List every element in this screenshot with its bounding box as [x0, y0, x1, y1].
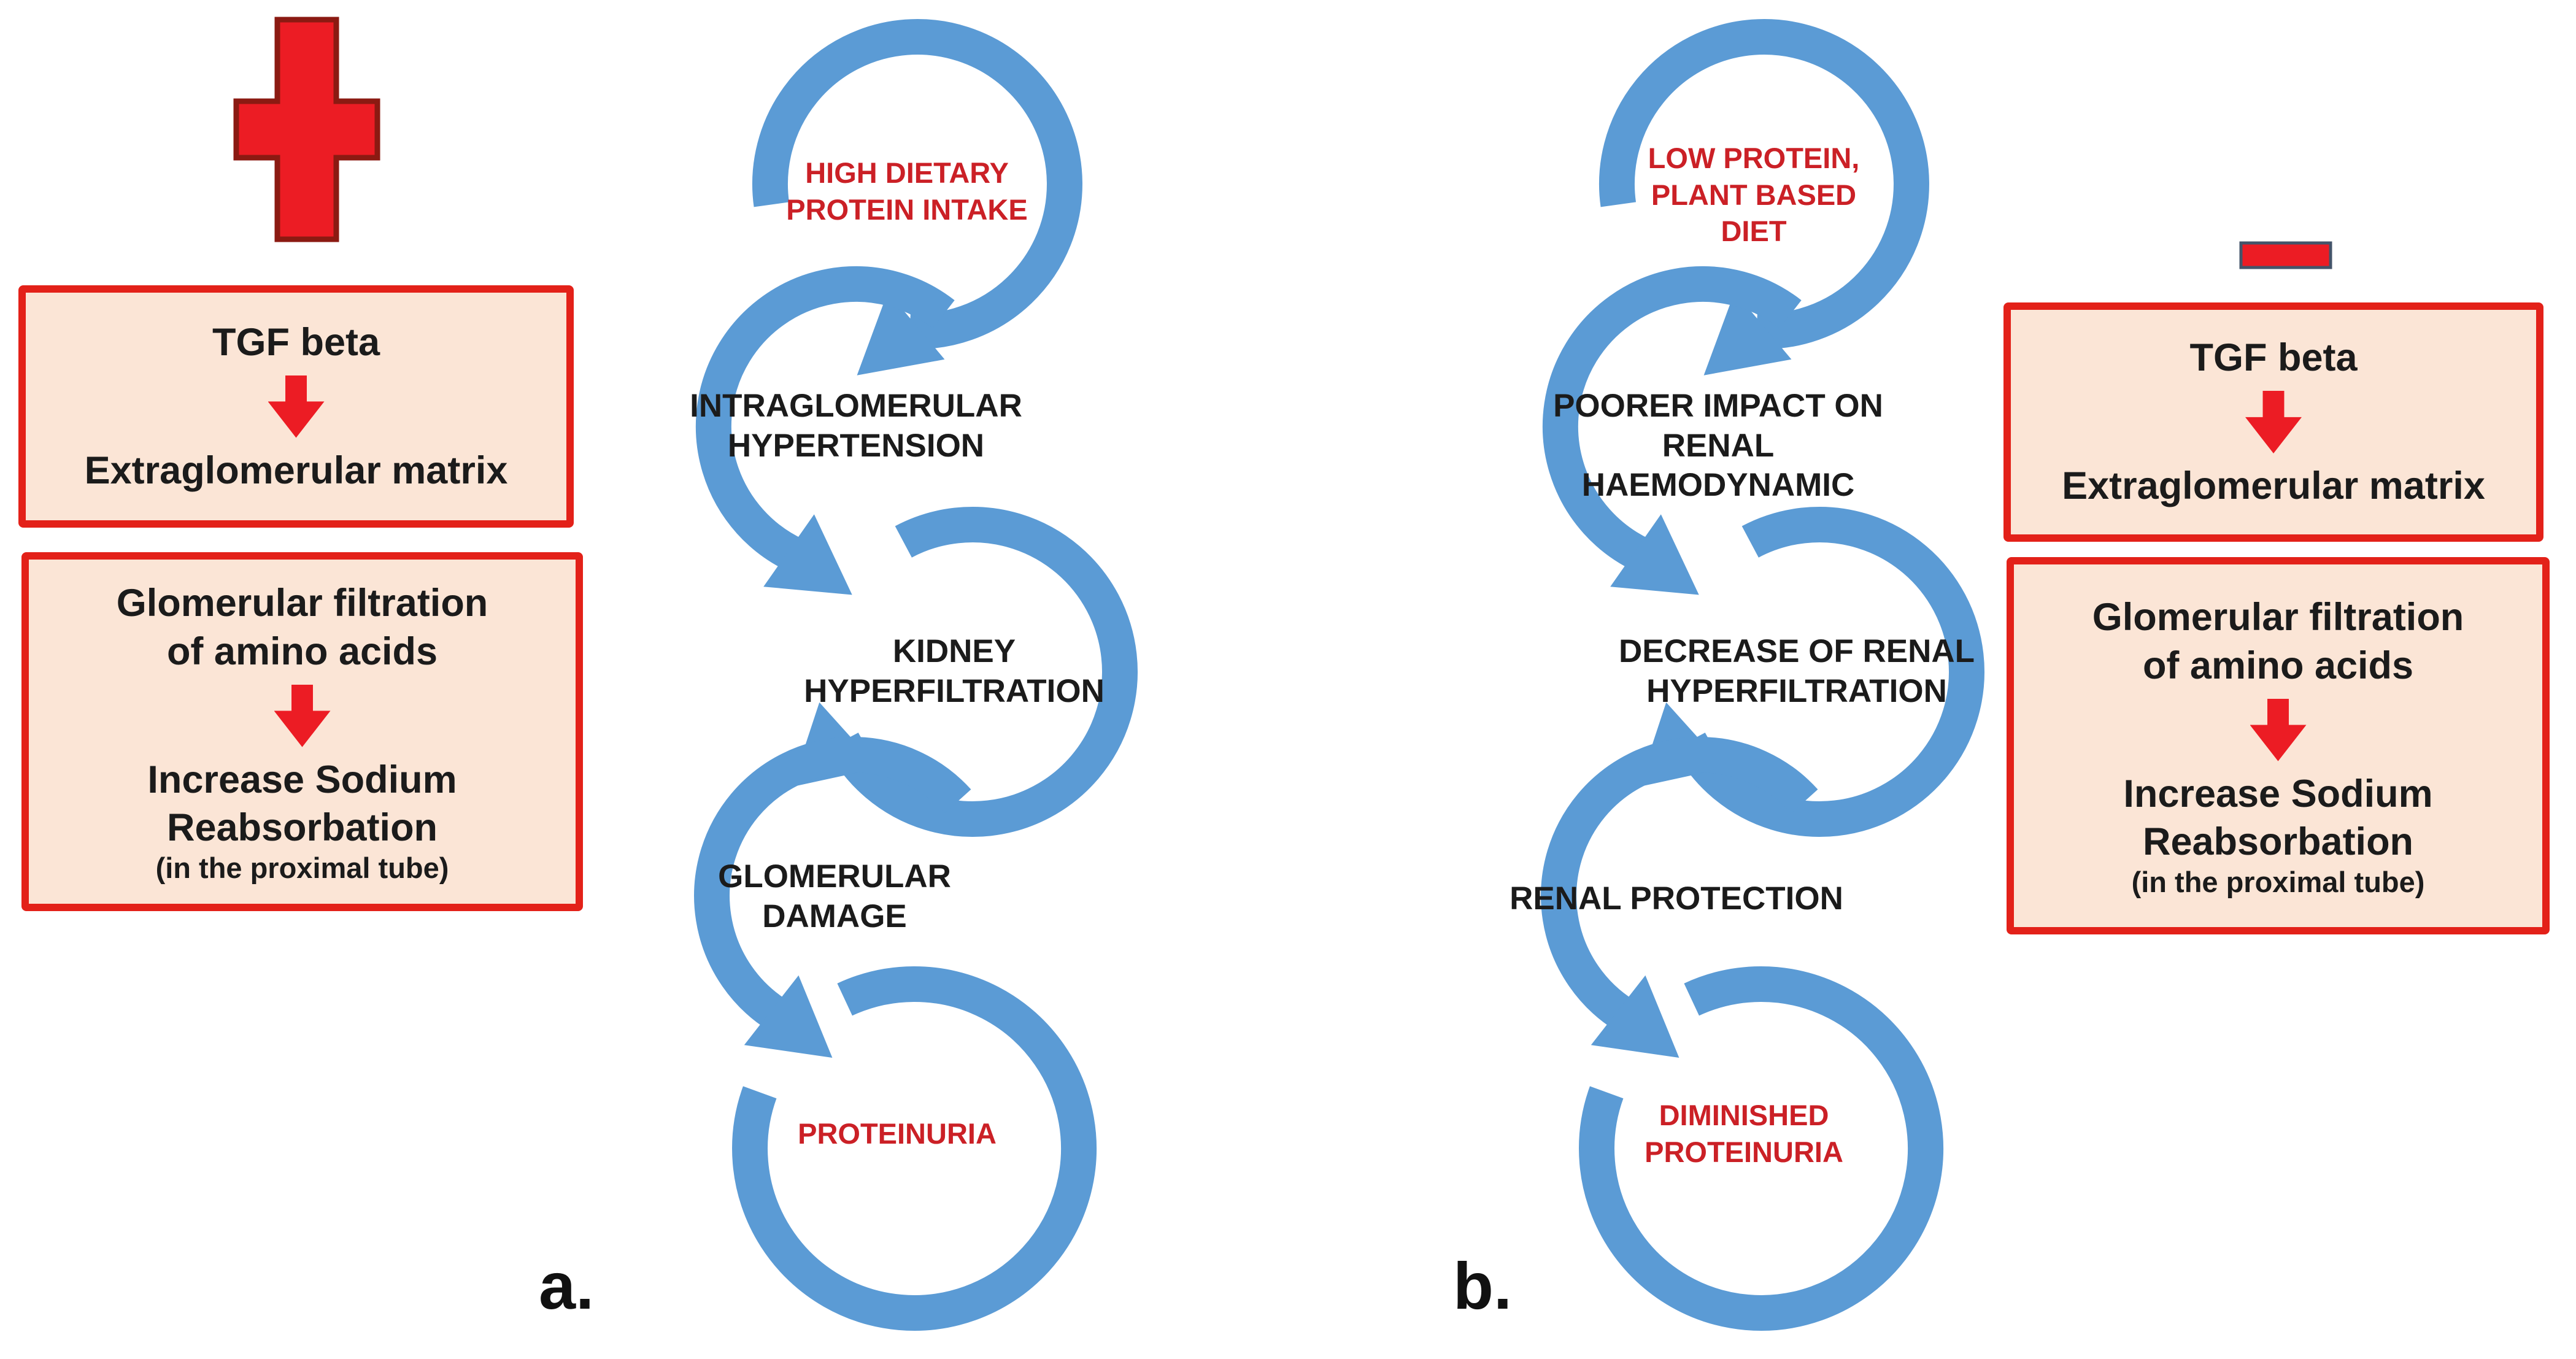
cycle-step-label: GLOMERULAR DAMAGE [718, 858, 951, 934]
cycle-step-label: DIMINISHED PROTEINURIA [1645, 1099, 1843, 1168]
cycle-step-label: LOW PROTEIN, PLANT BASED DIET [1648, 142, 1860, 248]
cycle-arc-segment [827, 507, 1138, 837]
filtration-line-1: Glomerular filtration [116, 582, 488, 625]
cycle-step-label: KIDNEY HYPERFILTRATION [804, 633, 1105, 709]
tgf-box-title: TGF beta [212, 320, 380, 364]
filtration-note: (in the proximal tube) [155, 852, 449, 885]
cycle-arc-segment [1541, 737, 1818, 1031]
down-arrow-icon [274, 684, 331, 747]
tgf-box-title: TGF beta [2189, 336, 2358, 380]
cycle-step-label: RENAL PROTECTION [1510, 880, 1843, 917]
cycle-arrowhead-icon [763, 514, 852, 595]
down-arrow-icon [2250, 698, 2307, 761]
down-arrow-icon [2245, 391, 2302, 453]
tgf-effect-box-b: TGF beta Extraglomerular matrix [2003, 302, 2543, 542]
filtration-line-4: Reabsorbation [166, 806, 438, 850]
cycle-spiral-a [694, 19, 1138, 1331]
cycle-step-label: HIGH DIETARY PROTEIN INTAKE [786, 156, 1028, 226]
filtration-line-2: of amino acids [166, 629, 438, 673]
tgf-box-result: Extraglomerular matrix [2062, 464, 2485, 507]
filtration-note: (in the proximal tube) [2131, 866, 2425, 899]
filtration-effect-box-a: Glomerular filtration of amino acids Inc… [21, 552, 583, 911]
tgf-box-result: Extraglomerular matrix [84, 449, 508, 492]
cycle-arc-segment [752, 19, 1082, 350]
filtration-line-3: Increase Sodium [147, 758, 457, 801]
cycle-step-label: POORER IMPACT ON RENAL HAEMODYNAMIC [1553, 388, 1883, 504]
cycle-arc-segment [1599, 19, 1929, 350]
cycle-arrowhead-icon [1591, 975, 1679, 1058]
cycle-step-label: DECREASE OF RENAL HYPERFILTRATION [1618, 633, 1975, 709]
cycle-arc-segment [694, 737, 971, 1031]
filtration-line-3: Increase Sodium [2123, 772, 2433, 815]
tgf-effect-box-a: TGF beta Extraglomerular matrix [18, 285, 574, 528]
cycle-arc-segment [732, 966, 1097, 1331]
cycle-arc-segment [1673, 507, 1984, 837]
cycle-arc-segment [695, 266, 955, 572]
down-arrow-icon [268, 375, 325, 438]
cycle-step-label: INTRAGLOMERULAR HYPERTENSION [690, 388, 1022, 464]
cycle-spiral-b [1541, 19, 1984, 1331]
cycle-arrowhead-icon [744, 975, 833, 1058]
panel-a-label: a. [539, 1249, 595, 1323]
filtration-line-2: of amino acids [2142, 644, 2414, 687]
cycle-arrowhead-icon [1703, 291, 1792, 375]
cycle-arc-segment [1579, 966, 1944, 1331]
panel-b-label: b. [1453, 1249, 1512, 1323]
minus-icon [2239, 241, 2332, 269]
filtration-line-4: Reabsorbation [2142, 820, 2414, 864]
plus-icon [233, 17, 380, 242]
cycle-step-label: PROTEINURIA [798, 1117, 997, 1150]
filtration-line-1: Glomerular filtration [2092, 596, 2464, 639]
cycle-arrowhead-icon [1610, 514, 1699, 595]
cycle-arrowhead-icon [857, 291, 945, 375]
cycle-arc-segment [1542, 266, 1802, 572]
filtration-effect-box-b: Glomerular filtration of amino acids Inc… [2007, 557, 2550, 934]
